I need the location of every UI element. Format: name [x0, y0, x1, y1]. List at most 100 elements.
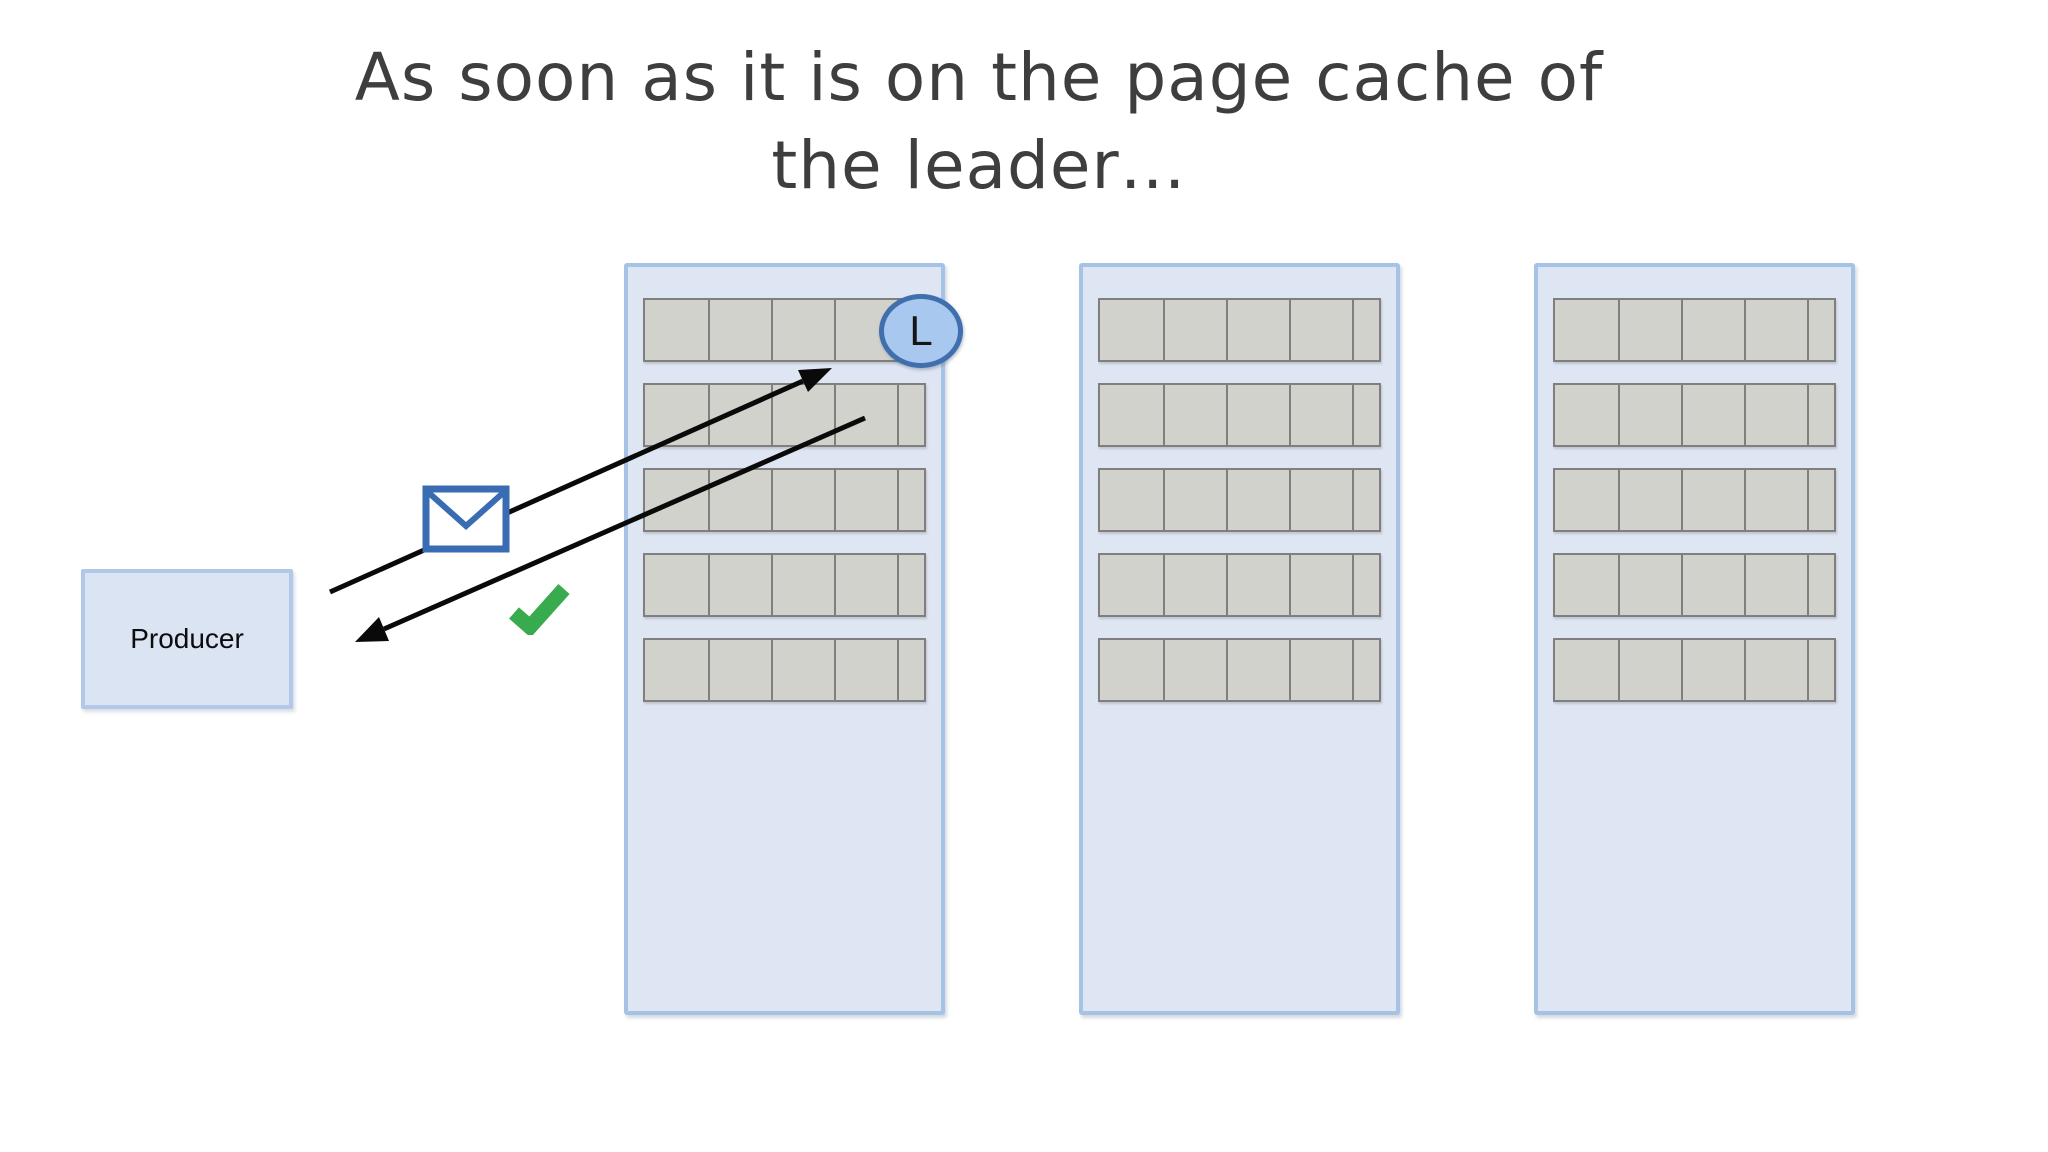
segment-cell	[771, 385, 834, 445]
segment-row	[1553, 298, 1836, 362]
segment-cell	[1618, 470, 1681, 530]
segment-cell	[1289, 385, 1352, 445]
segment-cell	[1163, 470, 1226, 530]
segment-cell	[645, 555, 708, 615]
ack-arrowhead	[355, 617, 389, 642]
segment-cell	[708, 555, 771, 615]
segment-row	[1553, 553, 1836, 617]
segment-cell	[834, 555, 897, 615]
segment-row	[643, 468, 926, 532]
segment-cell	[1289, 470, 1352, 530]
producer-label: Producer	[130, 623, 244, 654]
segment-cell	[1555, 640, 1618, 700]
segment-row	[643, 638, 926, 702]
title-line-2: the leader…	[771, 127, 1187, 204]
segment-row	[643, 383, 926, 447]
segment-cell	[1352, 555, 1379, 615]
segment-cell	[1226, 640, 1289, 700]
segment-row	[643, 553, 926, 617]
segment-cell	[1226, 470, 1289, 530]
segment-cell	[708, 640, 771, 700]
segment-cell	[1807, 300, 1834, 360]
slide-title: As soon as it is on the page cache of th…	[0, 34, 1958, 210]
segment-row	[1098, 383, 1381, 447]
segment-cell	[1289, 555, 1352, 615]
segment-cell	[897, 385, 924, 445]
segment-cell	[1555, 300, 1618, 360]
segment-cell	[1618, 300, 1681, 360]
segment-cell	[1100, 300, 1163, 360]
segment-cell	[1744, 385, 1807, 445]
segment-cell	[1618, 385, 1681, 445]
segment-cell	[1807, 640, 1834, 700]
segment-cell	[1100, 640, 1163, 700]
segment-cell	[897, 640, 924, 700]
segment-cell	[1618, 640, 1681, 700]
title-line-1: As soon as it is on the page cache of	[354, 39, 1604, 116]
segment-cell	[1681, 555, 1744, 615]
segment-cell	[1226, 555, 1289, 615]
segment-cell	[1744, 555, 1807, 615]
segment-cell	[1100, 470, 1163, 530]
segment-cell	[771, 470, 834, 530]
segment-cell	[771, 640, 834, 700]
segment-cell	[1618, 555, 1681, 615]
segment-cell	[1289, 640, 1352, 700]
segment-cell	[708, 385, 771, 445]
segment-row	[1553, 638, 1836, 702]
segment-row	[1553, 383, 1836, 447]
segment-row	[1098, 638, 1381, 702]
broker-2	[1079, 263, 1400, 1015]
segment-cell	[1681, 300, 1744, 360]
segment-cell	[708, 470, 771, 530]
segment-cell	[1744, 470, 1807, 530]
segment-cell	[1681, 470, 1744, 530]
segment-cell	[1555, 555, 1618, 615]
segment-row	[1553, 468, 1836, 532]
segment-cell	[1681, 640, 1744, 700]
segment-row	[1098, 298, 1381, 362]
segment-cell	[1352, 300, 1379, 360]
broker-3	[1534, 263, 1855, 1015]
segment-cell	[1163, 640, 1226, 700]
envelope-flap	[427, 490, 505, 531]
segment-cell	[1352, 640, 1379, 700]
leader-badge-label: L	[909, 307, 933, 354]
segment-cell	[645, 385, 708, 445]
segment-cell	[1352, 385, 1379, 445]
segment-cell	[897, 470, 924, 530]
segment-cell	[1100, 555, 1163, 615]
producer-box: Producer	[81, 569, 293, 709]
segment-cell	[708, 300, 771, 360]
segment-cell	[1744, 640, 1807, 700]
segment-cell	[1163, 300, 1226, 360]
segment-row	[1098, 468, 1381, 532]
segment-cell	[771, 555, 834, 615]
segment-cell	[1681, 385, 1744, 445]
message-envelope-icon	[422, 485, 510, 553]
segment-grid	[1083, 267, 1396, 702]
segment-cell	[834, 385, 897, 445]
leader-badge: L	[879, 294, 963, 368]
segment-cell	[1100, 385, 1163, 445]
segment-cell	[1163, 555, 1226, 615]
segment-cell	[1555, 385, 1618, 445]
segment-cell	[645, 300, 708, 360]
segment-cell	[897, 555, 924, 615]
ack-success-check-icon	[509, 583, 570, 635]
broker-1	[624, 263, 945, 1015]
segment-cell	[834, 640, 897, 700]
segment-cell	[771, 300, 834, 360]
segment-cell	[1807, 385, 1834, 445]
segment-cell	[834, 470, 897, 530]
segment-cell	[645, 640, 708, 700]
segment-cell	[645, 470, 708, 530]
segment-cell	[1226, 385, 1289, 445]
segment-cell	[1807, 470, 1834, 530]
segment-cell	[1555, 470, 1618, 530]
segment-cell	[1289, 300, 1352, 360]
segment-cell	[1352, 470, 1379, 530]
check-stroke	[509, 583, 570, 635]
segment-cell	[1807, 555, 1834, 615]
